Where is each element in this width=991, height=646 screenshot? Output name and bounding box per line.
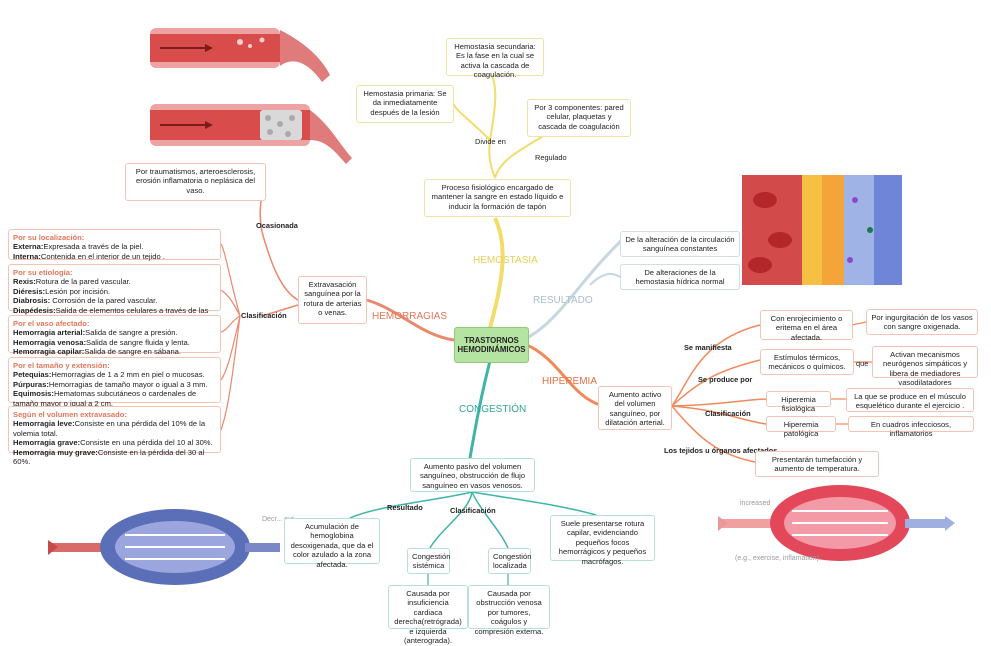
hiperemia-patologica[interactable]: Hiperemia patológica bbox=[766, 416, 836, 438]
etiologia-diabrosis-desc: Corrosión de la pared vascular. bbox=[50, 296, 158, 306]
volumen-grave-term: Hemorragia grave: bbox=[13, 438, 81, 448]
vaso-capilar-desc: Salida de sangre en sábana. bbox=[84, 347, 182, 357]
etiologia-title: Por su etiología: bbox=[13, 268, 73, 277]
congestion-localizada-desc[interactable]: Causada por obstrucción venosa por tumor… bbox=[468, 585, 550, 636]
hemorragias-causas[interactable]: Por traumatismos, arteroesclerosis, eros… bbox=[125, 163, 266, 201]
branch-hiperemia[interactable]: HIPEREMIA bbox=[542, 376, 598, 387]
right-image-caption-top: increased bbox=[740, 500, 771, 507]
vaso-capilar-term: Hemorragia capilar: bbox=[13, 347, 85, 357]
etiologia-diabrosis-term: Diabrosis: bbox=[13, 296, 51, 306]
label-se-produce-por: Se produce por bbox=[698, 375, 753, 384]
branch-hemostasia[interactable]: HEMOSTASIA bbox=[473, 255, 538, 266]
vaso-venosa-desc: Salida de sangre fluida y lenta. bbox=[86, 337, 190, 347]
resultado-item-1[interactable]: De la alteración de la circulación sangu… bbox=[620, 231, 740, 257]
label-que: que bbox=[856, 359, 869, 368]
etiologia-dieresis-term: Diéresis: bbox=[13, 286, 46, 296]
tamano-equimosis-desc: Hematomas subcutáneos o cardenales de ta… bbox=[13, 389, 197, 408]
label-regulado: Regulado bbox=[535, 153, 567, 162]
vaso-arterial-desc: Salida de sangre a presión. bbox=[85, 328, 178, 338]
tamano-petequias-term: Petequias: bbox=[13, 370, 52, 380]
congestion-definition[interactable]: Aumento pasivo del volumen sanguíneo, ob… bbox=[410, 458, 535, 492]
label-clasificacion-hemorragias: Clasificación bbox=[241, 311, 287, 320]
tamano-purpuras-term: Púrpuras: bbox=[13, 379, 49, 389]
blood-vessel-rupture-image bbox=[150, 28, 330, 82]
hemostasia-definition[interactable]: Proceso fisiológico encargado de mantene… bbox=[424, 179, 571, 217]
volumen-leve-desc: Consiste en una pérdida del 10% de la vo… bbox=[13, 419, 206, 438]
hemorragias-definition[interactable]: Extravasación sanguínea por la rotura de… bbox=[298, 276, 367, 324]
label-resultado-congestion: Resultado bbox=[387, 503, 423, 512]
blood-vessel-clot-image bbox=[150, 104, 352, 164]
label-tejidos-afectados: Los tejidos u órganos afectados bbox=[664, 446, 778, 455]
hemostasia-componentes[interactable]: Por 3 componentes: pared celular, plaque… bbox=[527, 99, 631, 137]
label-clasificacion-congestion: Clasificación bbox=[450, 506, 496, 515]
localizacion-externa-desc: Expresada a través de la piel. bbox=[43, 242, 144, 252]
branch-resultado[interactable]: RESULTADO bbox=[533, 295, 593, 306]
volumen-grave-desc: Consiste en una pérdida del 10 al 30%. bbox=[80, 438, 213, 448]
right-image-caption-bottom: (e.g., exercise, inflamation) bbox=[735, 555, 820, 562]
vaso-title: Por el vaso afectado: bbox=[13, 319, 90, 328]
volumen-leve-term: Hemorragia leve: bbox=[13, 419, 75, 429]
clasificacion-localizacion[interactable]: Por su localización: Externa:Expresada a… bbox=[8, 229, 221, 261]
hiperemia-fisiologica[interactable]: Hiperemia fisiológica bbox=[766, 391, 831, 413]
label-divide-en: Divide en bbox=[475, 137, 506, 146]
congestion-localizada[interactable]: Congestión localizada bbox=[488, 548, 531, 574]
central-topic[interactable]: TRASTORNOS HEMODINÁMICOS bbox=[454, 327, 529, 363]
hemostasia-primaria[interactable]: Hemostasia primaria: Se da inmediatament… bbox=[356, 85, 454, 123]
branch-congestion[interactable]: CONGESTIÓN bbox=[459, 404, 527, 415]
label-ocasionada: Ocasionada bbox=[256, 221, 298, 230]
etiologia-rexis-term: Rexis: bbox=[13, 277, 36, 287]
etiologia-dieresis-desc: Lesión por incisión. bbox=[45, 286, 111, 296]
hiperemia-patologica-desc[interactable]: En cuadros infecciosos, inflamatorios bbox=[848, 416, 974, 438]
hiperemia-estimulos[interactable]: Estímulos térmicos, mecánicos o químicos… bbox=[760, 349, 854, 375]
venous-congestion-image bbox=[48, 509, 280, 585]
congestion-rotura-capilar[interactable]: Suele presentarse rotura capilar, eviden… bbox=[550, 515, 655, 566]
localizacion-externa-term: Externa: bbox=[13, 242, 44, 252]
tamano-purpuras-desc: Hemorragias de tamaño mayor o igual a 3 … bbox=[48, 379, 208, 389]
etiologia-diapedesis-term: Diapédesis: bbox=[13, 305, 56, 315]
hyperemia-capillary-image bbox=[718, 485, 955, 561]
hiperemia-tejidos[interactable]: Presentarán tumefacción y aumento de tem… bbox=[755, 451, 879, 477]
clasificacion-vaso[interactable]: Por el vaso afectado: Hemorragia arteria… bbox=[8, 315, 221, 357]
volumen-muy-grave-term: Hemorragia muy grave: bbox=[13, 447, 98, 457]
hiperemia-manifestacion[interactable]: Con enrojecimiento o eritema en el área … bbox=[760, 310, 853, 342]
left-image-caption: Decr... out... bbox=[262, 516, 300, 523]
vaso-arterial-term: Hemorragia arterial: bbox=[13, 328, 86, 338]
clasificacion-volumen[interactable]: Según el volumen extravasado: Hemorragia… bbox=[8, 406, 221, 466]
congestion-sistemica[interactable]: Congestión sistémica bbox=[407, 548, 450, 574]
vaso-venosa-term: Hemorragia venosa: bbox=[13, 337, 87, 347]
tamano-petequias-desc: Hemorragias de 1 a 2 mm en piel o mucosa… bbox=[51, 370, 205, 380]
tamano-title: Por el tamaño y extensión: bbox=[13, 361, 110, 370]
hiperemia-ingurgitacion[interactable]: Por ingurgitación de los vasos con sangr… bbox=[866, 309, 978, 335]
localizacion-interna-term: Interna: bbox=[13, 251, 41, 261]
localizacion-interna-desc: Contenida en el interior de un tejido . bbox=[40, 251, 165, 261]
label-se-manifiesta: Se manifiesta bbox=[684, 343, 732, 352]
etiologia-rexis-desc: Rotura de la pared vascular. bbox=[35, 277, 131, 287]
hiperemia-definition[interactable]: Aumento activo del volumen sanguíneo, po… bbox=[598, 386, 672, 430]
clasificacion-etiologia[interactable]: Por su etiología: Rexis:Rotura de la par… bbox=[8, 264, 221, 324]
tamano-equimosis-term: Equimosis: bbox=[13, 389, 54, 399]
hemostasia-secundaria[interactable]: Hemostasia secundaria: Es la fase en la … bbox=[446, 38, 544, 79]
label-clasificacion-hiperemia: Clasificación bbox=[705, 409, 751, 418]
resultado-item-2[interactable]: De alteraciones de la hemostasia hídrica… bbox=[620, 264, 740, 290]
clasificacion-tamano[interactable]: Por el tamaño y extensión: Petequias:Hem… bbox=[8, 357, 221, 408]
capillary-layers-image bbox=[742, 175, 902, 285]
volumen-muy-grave-desc: Consiste en la pérdida del 30 al 60%. bbox=[13, 447, 205, 467]
hiperemia-mecanismos[interactable]: Activan mecanismos neurógenos simpáticos… bbox=[872, 346, 978, 387]
hiperemia-fisiologica-desc[interactable]: La que se produce en el músculo esquelét… bbox=[846, 388, 974, 412]
volumen-title: Según el volumen extravasado: bbox=[13, 410, 127, 419]
branch-hemorragias[interactable]: HEMORRAGIAS bbox=[372, 311, 448, 322]
congestion-resultado[interactable]: Acumulación de hemoglobina desoxigenada,… bbox=[284, 518, 380, 569]
congestion-sistemica-desc[interactable]: Causada por insuficiencia cardiaca derec… bbox=[388, 585, 468, 645]
localizacion-title: Por su localización: bbox=[13, 233, 85, 242]
